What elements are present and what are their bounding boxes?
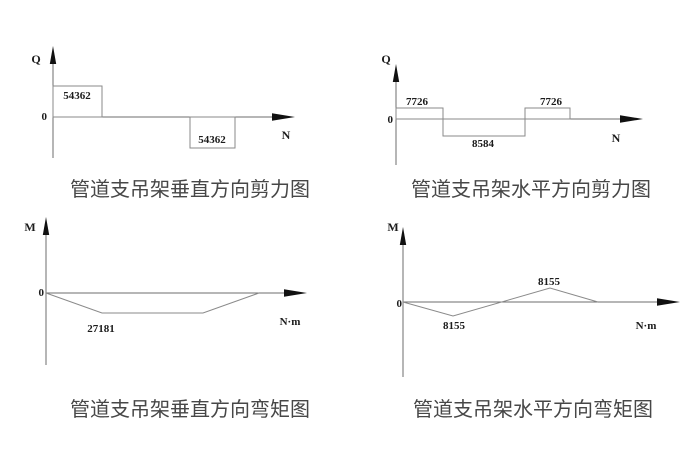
up-arrow-icon bbox=[392, 64, 400, 82]
n-axis-label: N bbox=[282, 128, 291, 142]
up-arrow-icon bbox=[399, 227, 407, 245]
origin-label: 0 bbox=[39, 287, 45, 299]
origin-label: 0 bbox=[397, 298, 403, 310]
nm-axis-label: N·m bbox=[636, 320, 657, 332]
origin-label: 0 bbox=[388, 114, 394, 126]
middle-negative-shear-block bbox=[442, 118, 526, 137]
diagram-vertical-shear: Q 0 54362 54362 N 管道支吊架垂直方向剪力图 bbox=[31, 46, 310, 201]
diagram-horizontal-shear: Q 0 7726 8584 7726 N 管道支吊架水平方向剪力图 bbox=[381, 52, 651, 201]
q-axis-label: Q bbox=[31, 52, 40, 66]
negative-shear-block bbox=[189, 116, 236, 149]
m-axis-label: M bbox=[24, 220, 35, 234]
caption-vertical-moment: 管道支吊架垂直方向弯矩图 bbox=[70, 398, 310, 421]
up-arrow-icon bbox=[42, 217, 50, 235]
right-arrow-icon bbox=[272, 113, 295, 121]
positive-shear-value: 54362 bbox=[63, 90, 91, 102]
negative-shear-value: 54362 bbox=[198, 134, 226, 146]
diagram-horizontal-moment: M 0 8155 8155 N·m 管道支吊架水平方向弯矩图 bbox=[387, 220, 680, 421]
moment-value: 27181 bbox=[87, 323, 115, 335]
right-arrow-icon bbox=[620, 115, 643, 123]
n-axis-label: N bbox=[612, 131, 621, 145]
valley-moment-value: 8155 bbox=[443, 320, 466, 332]
left-positive-shear-block bbox=[395, 107, 444, 120]
moment-zigzag bbox=[402, 287, 599, 317]
q-axis-label: Q bbox=[381, 52, 390, 66]
up-arrow-icon bbox=[49, 46, 57, 64]
caption-horizontal-moment: 管道支吊架水平方向弯矩图 bbox=[413, 398, 653, 421]
left-shear-value: 7726 bbox=[406, 96, 429, 108]
right-positive-shear-block bbox=[524, 107, 571, 120]
positive-shear-block bbox=[52, 85, 103, 118]
right-arrow-icon bbox=[657, 298, 680, 306]
right-arrow-icon bbox=[284, 289, 307, 297]
caption-vertical-shear: 管道支吊架垂直方向剪力图 bbox=[70, 178, 310, 201]
peak-moment-value: 8155 bbox=[538, 276, 561, 288]
middle-shear-value: 8584 bbox=[472, 138, 495, 150]
nm-axis-label: N·m bbox=[280, 316, 301, 328]
m-axis-label: M bbox=[387, 220, 398, 234]
diagram-vertical-moment: M 0 27181 N·m 管道支吊架垂直方向弯矩图 bbox=[24, 217, 310, 421]
right-shear-value: 7726 bbox=[540, 96, 563, 108]
caption-horizontal-shear: 管道支吊架水平方向剪力图 bbox=[411, 178, 651, 201]
origin-label: 0 bbox=[42, 111, 48, 123]
moment-trapezoid bbox=[45, 292, 260, 314]
